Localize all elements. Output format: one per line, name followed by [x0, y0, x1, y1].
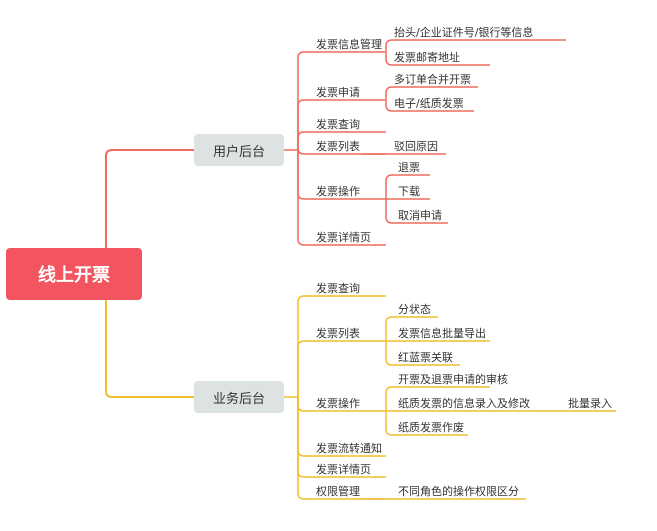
- branch-user-backend[interactable]: 用户后台: [194, 134, 284, 166]
- node-invoice-list-biz[interactable]: 发票列表: [316, 327, 360, 340]
- node-invoice-list-user[interactable]: 发票列表: [316, 140, 360, 153]
- node-refund-invoice[interactable]: 退票: [398, 161, 420, 174]
- node-permission-management[interactable]: 权限管理: [316, 485, 360, 498]
- node-issue-refund-review[interactable]: 开票及退票申请的审核: [398, 373, 508, 386]
- node-cancel-application[interactable]: 取消申请: [398, 209, 442, 222]
- node-electronic-paper-invoice[interactable]: 电子/纸质发票: [394, 97, 464, 110]
- node-invoice-flow-notice[interactable]: 发票流转通知: [316, 442, 382, 455]
- node-invoice-mailing-address[interactable]: 发票邮寄地址: [394, 51, 460, 64]
- node-batch-export[interactable]: 发票信息批量导出: [398, 327, 486, 340]
- node-invoice-detail-biz[interactable]: 发票详情页: [316, 463, 371, 476]
- node-invoice-operation-user[interactable]: 发票操作: [316, 185, 360, 198]
- node-download[interactable]: 下载: [398, 185, 420, 198]
- node-paper-invoice-void[interactable]: 纸质发票作废: [398, 421, 464, 434]
- node-invoice-info-management[interactable]: 发票信息管理: [316, 38, 382, 51]
- node-by-status[interactable]: 分状态: [398, 303, 431, 316]
- node-batch-entry[interactable]: 批量录入: [568, 397, 612, 410]
- node-invoice-detail-user[interactable]: 发票详情页: [316, 231, 371, 244]
- node-red-blue-link[interactable]: 红蓝票关联: [398, 351, 453, 364]
- node-rejection-reason[interactable]: 驳回原因: [394, 140, 438, 153]
- node-multi-order-merge[interactable]: 多订单合并开票: [394, 73, 471, 86]
- node-invoice-query-biz[interactable]: 发票查询: [316, 282, 360, 295]
- node-invoice-query-user[interactable]: 发票查询: [316, 118, 360, 131]
- node-invoice-application[interactable]: 发票申请: [316, 86, 360, 99]
- node-paper-info-entry-edit[interactable]: 纸质发票的信息录入及修改: [398, 397, 530, 410]
- branch-business-backend[interactable]: 业务后台: [194, 381, 284, 413]
- root-node[interactable]: 线上开票: [6, 248, 142, 300]
- node-role-permission-distinction[interactable]: 不同角色的操作权限区分: [398, 485, 519, 498]
- node-invoice-operation-biz[interactable]: 发票操作: [316, 397, 360, 410]
- node-title-id-bank-info[interactable]: 抬头/企业证件号/银行等信息: [394, 26, 534, 39]
